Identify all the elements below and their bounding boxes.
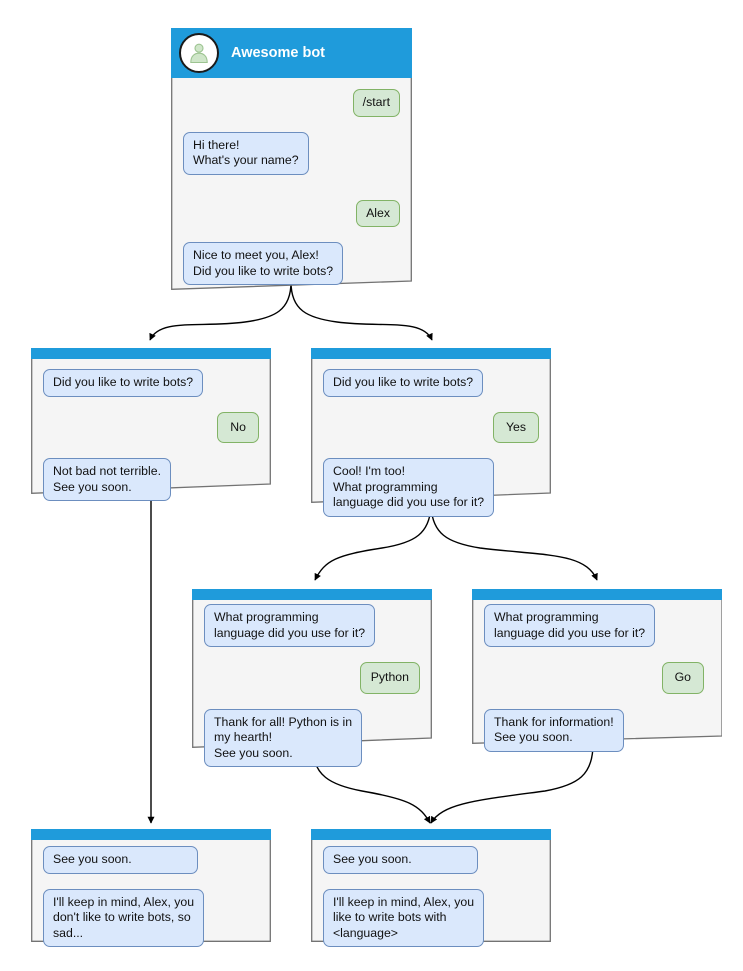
- card-body: See you soon. I'll keep in mind, Alex, y…: [311, 840, 551, 947]
- user-message-bubble: Go: [661, 662, 704, 694]
- message-row: Alex: [183, 199, 400, 227]
- card-header: [311, 829, 551, 840]
- message-row: Did you like to write bots?: [43, 369, 259, 397]
- message-row: I'll keep in mind, Alex, you don't like …: [43, 888, 259, 947]
- chat-card-end-happy[interactable]: See you soon. I'll keep in mind, Alex, y…: [311, 829, 551, 947]
- chat-card-go-branch[interactable]: What programming language did you use fo…: [472, 589, 722, 752]
- card-body: What programming language did you use fo…: [472, 600, 722, 752]
- chat-card-yes-branch[interactable]: Did you like to write bots? Yes Cool! I'…: [311, 348, 551, 517]
- bot-message-bubble: Hi there! What's your name?: [183, 131, 309, 175]
- card-header: [192, 589, 432, 600]
- message-row: Did you like to write bots?: [323, 369, 539, 397]
- card-header: [472, 589, 722, 600]
- card-header: Awesome bot: [171, 28, 412, 78]
- bot-message-bubble: What programming language did you use fo…: [204, 604, 376, 647]
- bot-message-bubble: See you soon.: [323, 846, 478, 874]
- edge-go-to-end-happy: [430, 743, 594, 824]
- message-row: Yes: [323, 411, 539, 443]
- message-row: See you soon.: [43, 846, 259, 874]
- person-avatar-icon: [179, 33, 219, 73]
- user-message-bubble: Yes: [492, 411, 539, 443]
- bot-message-bubble: I'll keep in mind, Alex, you don't like …: [43, 888, 205, 947]
- message-row: /start: [183, 89, 400, 117]
- user-message-bubble: No: [217, 411, 259, 443]
- edge-root-to-yes: [290, 281, 433, 341]
- message-row: I'll keep in mind, Alex, you like to wri…: [323, 888, 539, 947]
- card-body: /start Hi there! What's your name? Alex …: [171, 78, 412, 285]
- bot-message-bubble: See you soon.: [43, 846, 198, 874]
- bot-message-bubble: Did you like to write bots?: [43, 369, 204, 397]
- card-header: [311, 348, 551, 359]
- message-row: Go: [484, 662, 704, 694]
- bot-message-bubble: Did you like to write bots?: [323, 369, 484, 397]
- card-body: Did you like to write bots? No Not bad n…: [31, 359, 271, 501]
- card-header: [31, 829, 271, 840]
- chat-card-end-sad[interactable]: See you soon. I'll keep in mind, Alex, y…: [31, 829, 271, 947]
- chat-card-python-branch[interactable]: What programming language did you use fo…: [192, 589, 432, 767]
- chat-card-no-branch[interactable]: Did you like to write bots? No Not bad n…: [31, 348, 271, 501]
- user-message-bubble: Python: [359, 662, 420, 694]
- bot-message-bubble: Thank for all! Python is in my hearth! S…: [204, 708, 363, 767]
- message-row: Thank for all! Python is in my hearth! S…: [204, 708, 420, 767]
- message-row: Thank for information! See you soon.: [484, 708, 704, 752]
- bot-message-bubble: Not bad not terrible. See you soon.: [43, 458, 172, 501]
- message-row: Not bad not terrible. See you soon.: [43, 458, 259, 501]
- bot-message-bubble: I'll keep in mind, Alex, you like to wri…: [323, 888, 485, 947]
- bot-message-bubble: Nice to meet you, Alex! Did you like to …: [183, 242, 344, 285]
- user-message-bubble: Alex: [356, 199, 400, 227]
- message-row: What programming language did you use fo…: [204, 604, 420, 647]
- bot-message-bubble: Cool! I'm too! What programming language…: [323, 458, 495, 517]
- user-message-bubble: /start: [352, 89, 400, 117]
- card-header: [31, 348, 271, 359]
- message-row: Nice to meet you, Alex! Did you like to …: [183, 242, 400, 285]
- card-body: See you soon. I'll keep in mind, Alex, y…: [31, 840, 271, 947]
- message-row: Python: [204, 662, 420, 694]
- bot-message-bubble: What programming language did you use fo…: [484, 604, 656, 647]
- message-row: No: [43, 411, 259, 443]
- edge-root-to-no: [149, 281, 292, 341]
- chat-card-root[interactable]: Awesome bot /start Hi there! What's your…: [171, 28, 412, 290]
- card-body: Did you like to write bots? Yes Cool! I'…: [311, 359, 551, 517]
- message-row: Hi there! What's your name?: [183, 131, 400, 175]
- bot-message-bubble: Thank for information! See you soon.: [484, 708, 624, 752]
- bot-title: Awesome bot: [231, 45, 326, 61]
- card-body: What programming language did you use fo…: [192, 600, 432, 767]
- message-row: Cool! I'm too! What programming language…: [323, 458, 539, 517]
- message-row: What programming language did you use fo…: [484, 604, 704, 647]
- message-row: See you soon.: [323, 846, 539, 874]
